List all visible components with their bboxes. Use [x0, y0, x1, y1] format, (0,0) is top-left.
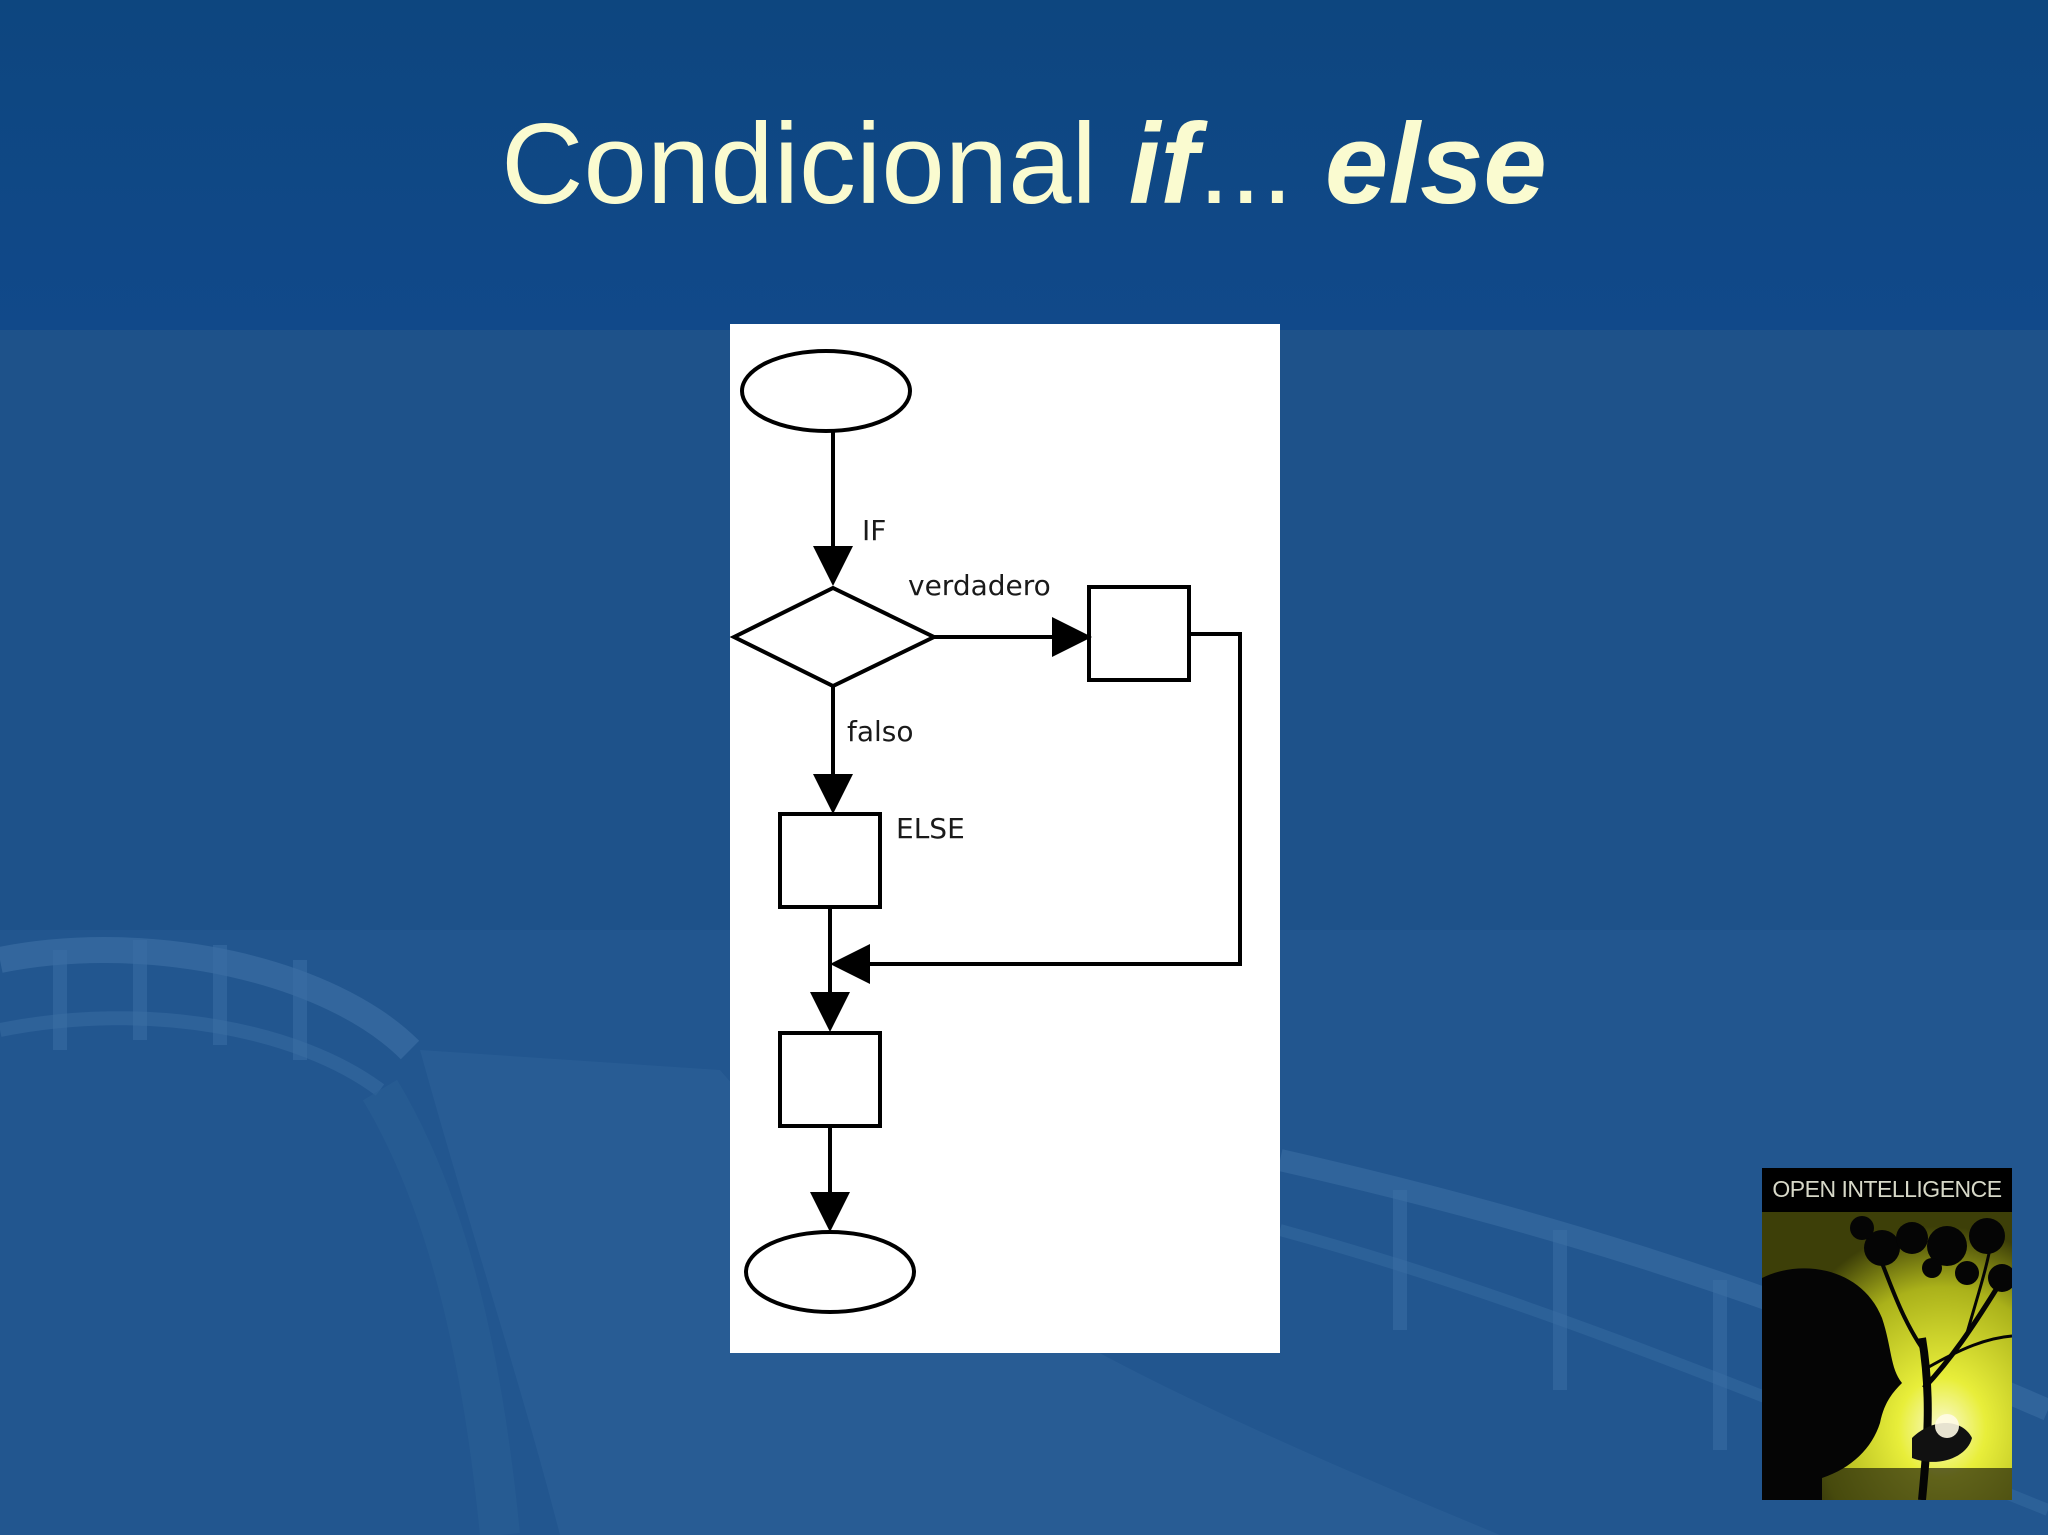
decision-diamond — [730, 585, 939, 689]
logo-art — [1762, 1212, 2012, 1500]
flowchart: IF verdadero falso ELSE — [730, 349, 1242, 1314]
open-intelligence-logo: OPEN INTELLIGENCE — [1762, 1168, 2012, 1500]
next-process-box — [778, 1031, 882, 1128]
else-process-box — [778, 812, 882, 909]
flowchart-card: IF verdadero falso ELSE — [730, 324, 1280, 1353]
logo-text: OPEN INTELLIGENCE — [1772, 1176, 2002, 1202]
label-if: IF — [862, 514, 886, 547]
title-dots: ... — [1198, 101, 1294, 228]
slide-title: Condicional if... else — [0, 100, 2048, 230]
title-keyword-else: else — [1324, 101, 1547, 228]
title-keyword-if: if — [1128, 101, 1199, 228]
label-else: ELSE — [896, 812, 965, 845]
start-terminal — [740, 349, 912, 433]
end-terminal — [744, 1230, 916, 1314]
arrow-true-merge — [830, 632, 1242, 984]
true-process-box — [1087, 585, 1191, 682]
label-falso: falso — [847, 715, 914, 748]
slide-header — [0, 0, 2048, 330]
label-verdadero: verdadero — [908, 569, 1051, 602]
title-prefix: Condicional — [501, 101, 1129, 228]
